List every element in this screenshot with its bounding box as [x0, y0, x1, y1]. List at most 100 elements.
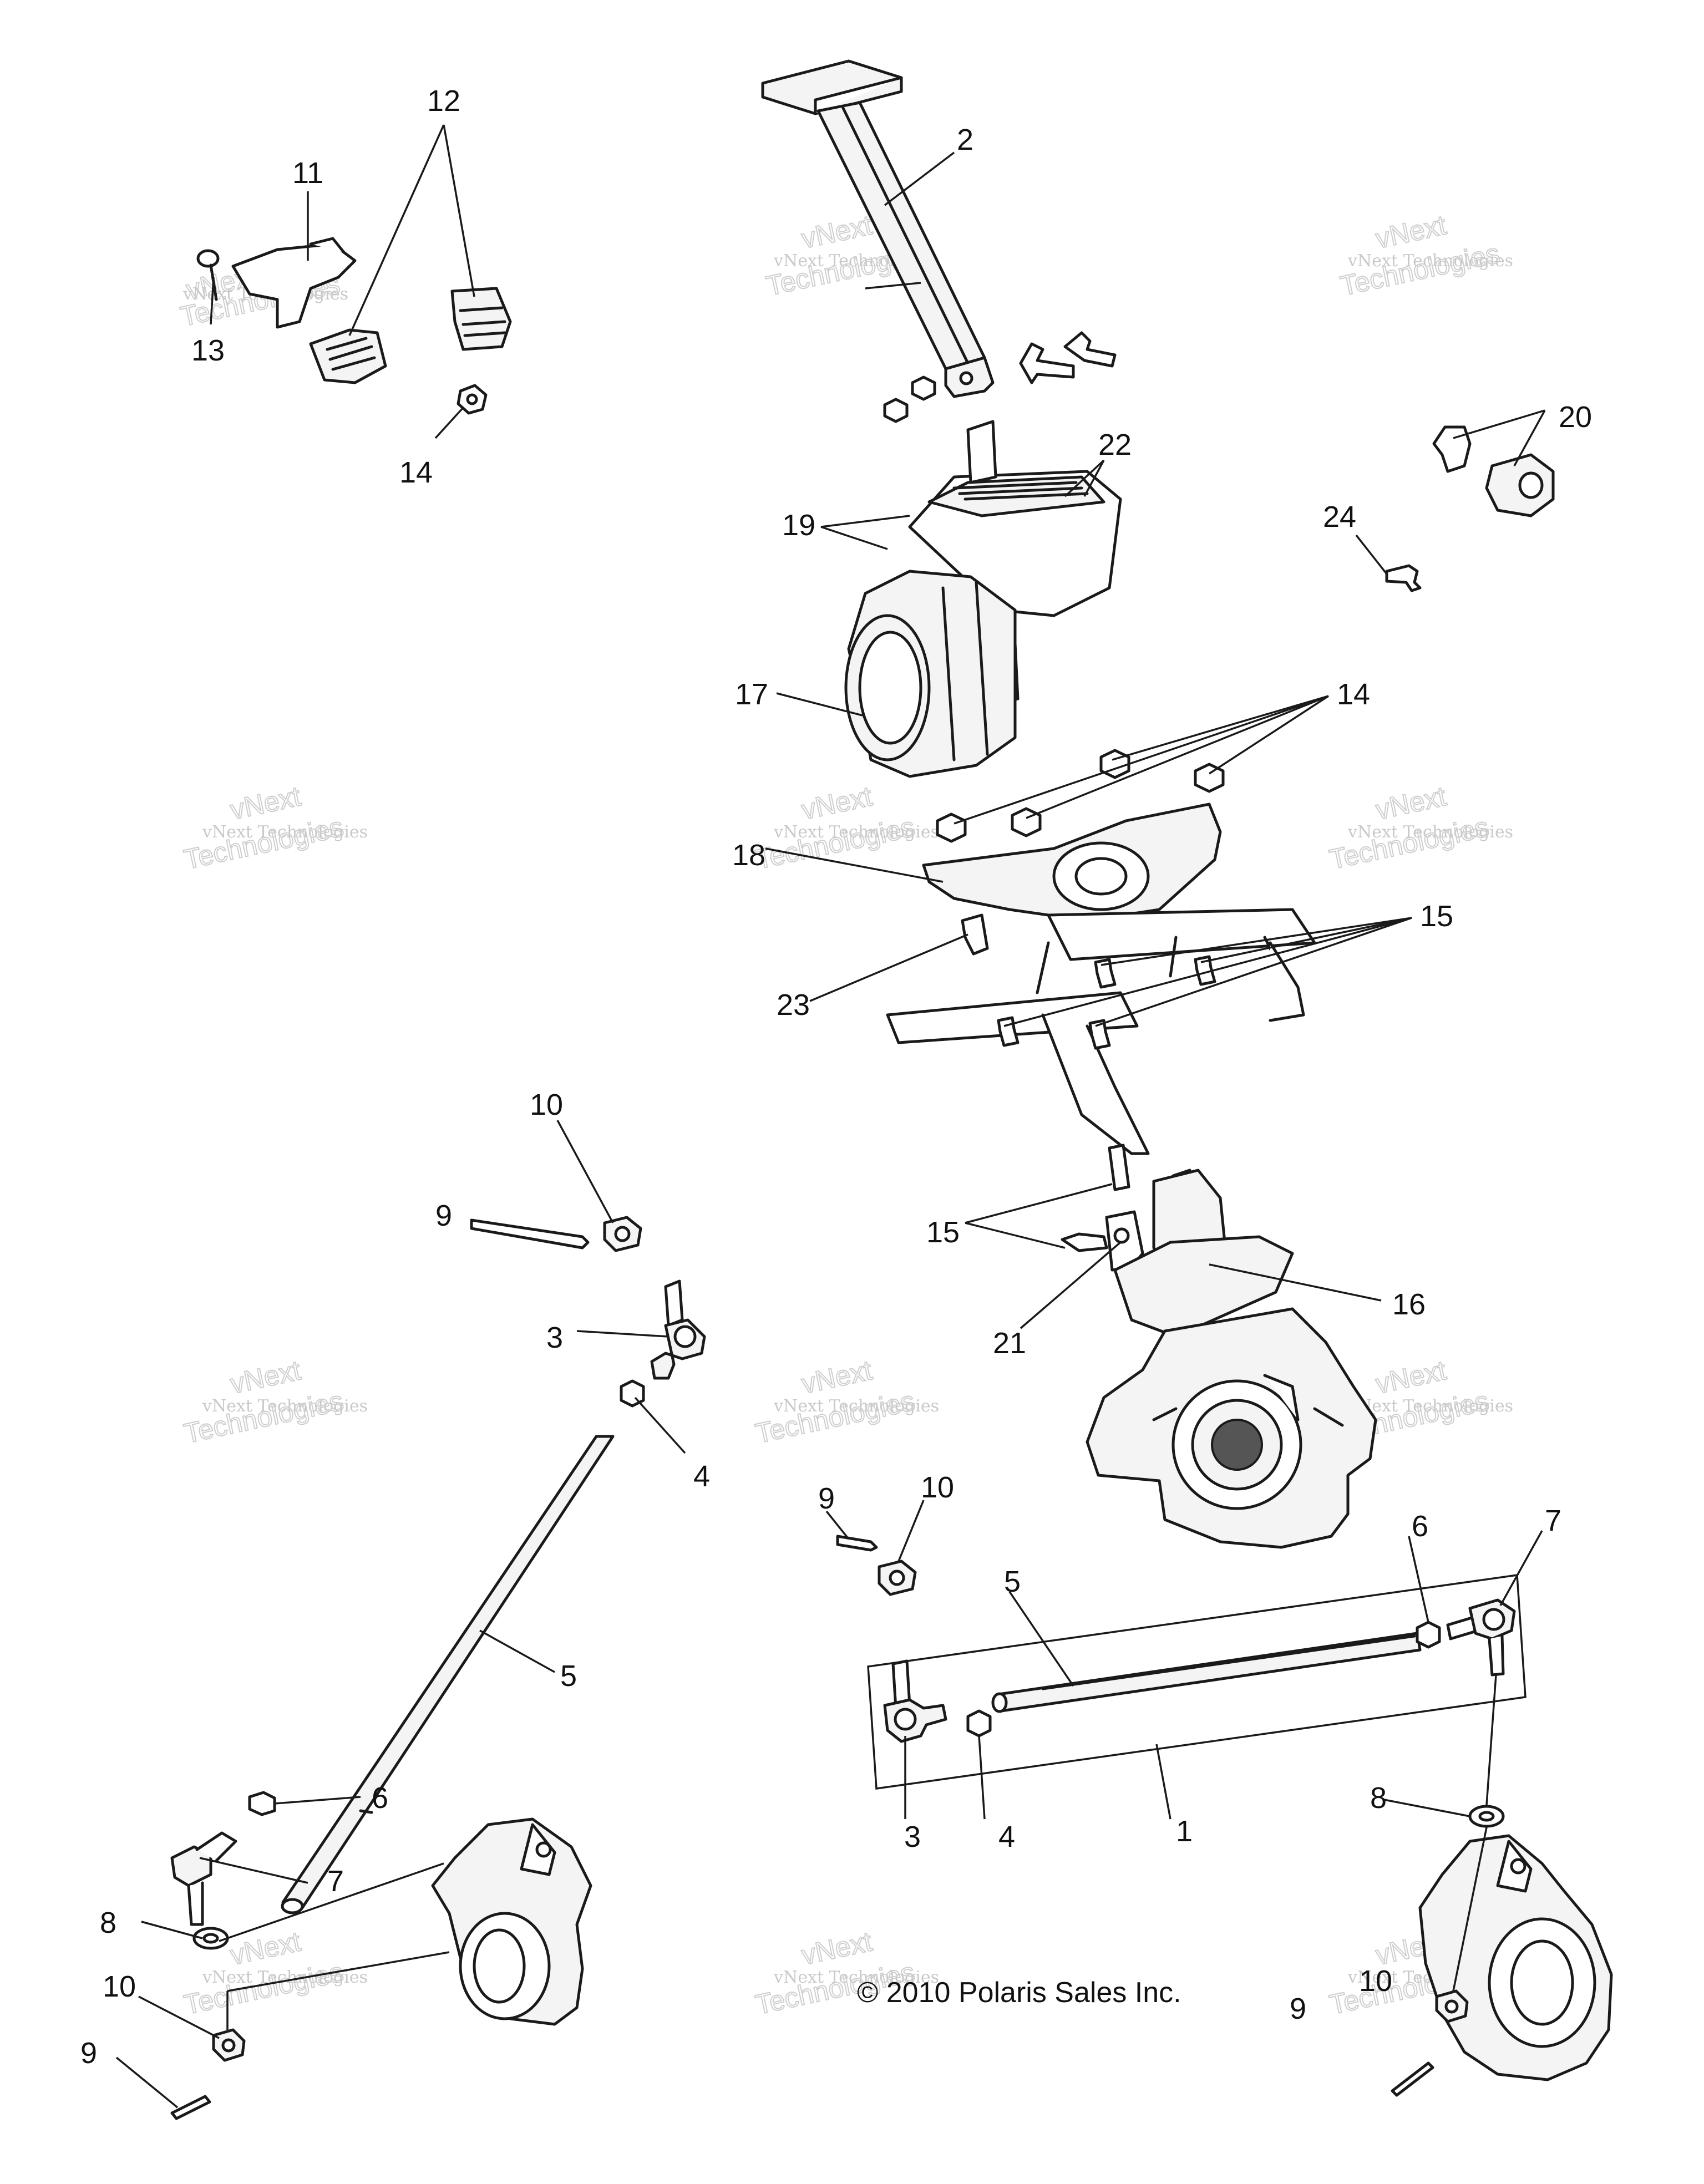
callout-10-lower-right: 10 [1359, 1964, 1392, 1998]
steering-knuckle-right [1418, 1834, 1613, 2081]
screw-24 [1385, 564, 1422, 592]
cotter-pin-9-lower-left [170, 2095, 211, 2120]
callout-13: 13 [191, 334, 225, 367]
cotter-pin-9-upper-left [470, 1218, 590, 1250]
callout-3-left: 3 [546, 1321, 563, 1354]
washer-8-left [192, 1927, 229, 1950]
svg-text:vNext Technologies: vNext Technologies [1347, 251, 1513, 271]
svg-text:Technologies: Technologies [753, 1385, 917, 1449]
callout-18: 18 [732, 839, 765, 872]
callout-16: 16 [1392, 1288, 1426, 1321]
callout-4-right: 4 [998, 1820, 1015, 1853]
front-gearcase-16 [1086, 1169, 1377, 1549]
castle-nut-10-lower-right [1435, 1989, 1469, 2023]
callout-21: 21 [993, 1327, 1026, 1360]
svg-text:vNext: vNext [227, 1926, 303, 1970]
watermark: vNext vNext Technologies Technologies [1337, 209, 1513, 302]
svg-text:vNext: vNext [1373, 209, 1449, 254]
svg-text:Technologies: Technologies [181, 1385, 346, 1449]
callout-3-right: 3 [904, 1820, 921, 1853]
svg-text:vNext: vNext [1373, 780, 1449, 825]
callout-19: 19 [782, 509, 815, 542]
callout-20: 20 [1559, 400, 1592, 434]
svg-text:vNext Technologies: vNext Technologies [773, 822, 939, 842]
svg-text:vNext: vNext [799, 1926, 875, 1970]
steering-column-2 [761, 59, 995, 398]
watermark: vNext vNext Technologies Technologies [752, 780, 939, 876]
svg-text:vNext Technologies: vNext Technologies [202, 1396, 368, 1416]
svg-text:Technologies: Technologies [181, 811, 346, 875]
callout-24: 24 [1323, 500, 1356, 534]
jam-nut-4-right [966, 1709, 992, 1738]
lock-bracket-20 [1432, 425, 1555, 517]
callout-22: 22 [1098, 428, 1132, 461]
castle-nut-10-upper-left [603, 1216, 642, 1252]
washer-8-right [1468, 1805, 1505, 1828]
svg-text:vNext: vNext [799, 780, 875, 825]
callout-labels: 12 11 13 14 2 22 19 20 24 17 14 18 15 23… [80, 84, 1592, 2070]
callout-9-upper-left: 9 [435, 1199, 452, 1232]
svg-text:vNext Technologies: vNext Technologies [202, 822, 368, 842]
callout-5-left: 5 [560, 1659, 577, 1693]
tie-rod-5-right [991, 1632, 1422, 1713]
watermark: vNext vNext Technologies Technologies [181, 780, 368, 876]
castle-nut-10-mid [878, 1560, 917, 1596]
svg-text:vNext: vNext [1373, 1354, 1449, 1399]
bolts-15 [997, 955, 1216, 1252]
grommet-12-right [450, 287, 512, 351]
svg-text:vNext: vNext [799, 1354, 875, 1399]
svg-text:Technologies: Technologies [753, 811, 917, 875]
tie-rod-5-left [281, 1435, 615, 1914]
callout-9-mid: 9 [818, 1482, 835, 1515]
bolts-22 [1019, 331, 1117, 384]
callout-10-lower-left: 10 [103, 1970, 136, 2003]
cotter-pin-9-mid [836, 1535, 878, 1552]
tie-rod-end-3-right [883, 1659, 947, 1743]
steering-knuckle-left [431, 1817, 592, 2026]
callout-9-lower-left: 9 [80, 2036, 97, 2070]
callout-10-mid: 10 [921, 1471, 954, 1504]
tie-rod-end-7-left [170, 1831, 237, 1926]
callout-8-left: 8 [100, 1906, 116, 1939]
tie-rod-end-7-right [1446, 1598, 1516, 1677]
callout-8-right: 8 [1370, 1781, 1387, 1815]
callout-6-left: 6 [372, 1781, 388, 1815]
callout-10-upper-left: 10 [530, 1088, 563, 1121]
leader-lines [115, 124, 1546, 2109]
tie-rod-end-3-left [650, 1279, 706, 1380]
clip-assembly [196, 237, 512, 415]
watermark-group: vNext vNext Technologies Technologies vN… [177, 209, 1513, 2021]
callout-11: 11 [292, 156, 323, 190]
castle-nut-10-lower-left [212, 2028, 246, 2062]
bracket-21 [1105, 1210, 1144, 1272]
watermark: vNext vNext Technologies Technologies [181, 1354, 368, 1450]
svg-text:vNext Technologies: vNext Technologies [773, 1968, 939, 1987]
svg-text:vNext: vNext [799, 209, 875, 254]
nuts-19 [883, 375, 936, 423]
svg-text:vNext Technologies: vNext Technologies [1347, 822, 1513, 842]
frame-crossmember [886, 908, 1316, 1155]
grommet-12-left [309, 328, 387, 384]
nut-14-top [457, 384, 488, 415]
callout-17: 17 [735, 678, 768, 711]
callout-2: 2 [957, 123, 973, 156]
svg-text:vNext Technologies: vNext Technologies [773, 1396, 939, 1416]
copyright-notice: © 2010 Polaris Sales Inc. [857, 1977, 1181, 2009]
svg-text:Technologies: Technologies [181, 1957, 346, 2020]
callout-7-right: 7 [1545, 1504, 1561, 1537]
svg-text:Technologies: Technologies [1327, 811, 1492, 875]
tie-rod-kit-1-box [867, 1574, 1526, 1790]
callout-9-lower-right: 9 [1290, 1992, 1306, 2025]
svg-text:Technologies: Technologies [1337, 237, 1502, 301]
callout-14-mid: 14 [1337, 678, 1370, 711]
bolt-23 [961, 913, 989, 956]
jam-nut-6-left [248, 1791, 276, 1816]
svg-text:vNext Technologies: vNext Technologies [1347, 1396, 1513, 1416]
callout-1: 1 [1176, 1815, 1193, 1848]
cotter-pin-9-lower-right [1391, 2061, 1434, 2097]
callout-5-right: 5 [1004, 1565, 1021, 1598]
eps-unit-17 [844, 420, 1122, 778]
callout-4-left: 4 [693, 1460, 710, 1493]
callout-15-upper: 15 [1420, 900, 1453, 933]
